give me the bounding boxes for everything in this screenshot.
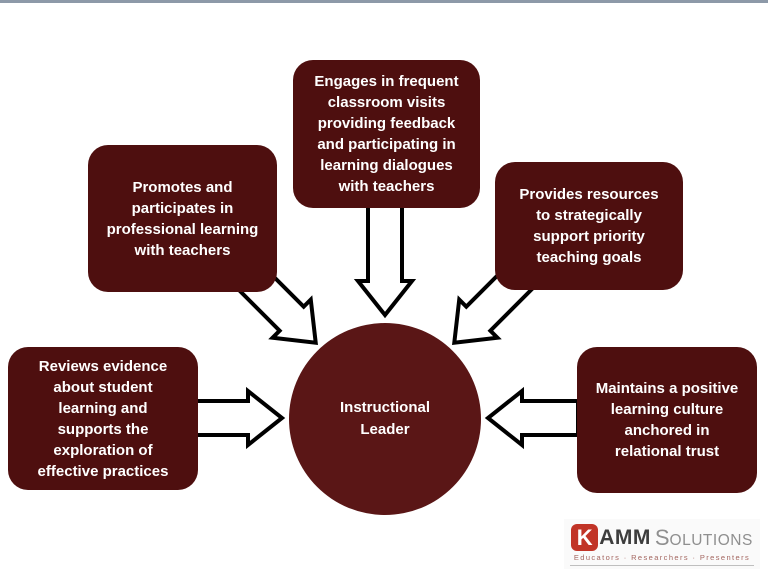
box-classroom-visits-text: Engages in frequent classroom visits pro…: [314, 73, 459, 195]
logo-solutions-rest: OLUTIONS: [669, 531, 753, 549]
box-learning-culture: Maintains a positive learning culture an…: [577, 347, 757, 493]
box-provides-resources: Provides resources to strategically supp…: [495, 162, 683, 290]
logo-amm-text: AMM: [599, 525, 651, 549]
arrow-from-right-box: [484, 386, 580, 450]
center-circle-instructional-leader: Instructional Leader: [289, 323, 481, 515]
kamm-solutions-logo: K AMM SOLUTIONS Educators · Researchers …: [564, 519, 760, 569]
box-professional-learning-text: Promotes and participates in professiona…: [106, 178, 259, 259]
box-learning-culture-text: Maintains a positive learning culture an…: [595, 380, 739, 460]
logo-k-badge-icon: K: [571, 524, 599, 551]
box-provides-resources-text: Provides resources to strategically supp…: [519, 186, 659, 266]
logo-solutions-text: SOLUTIONS: [655, 525, 753, 551]
logo-solutions-initial: S: [654, 524, 670, 550]
top-border-line: [0, 0, 768, 3]
logo-wordmark-row: K AMM SOLUTIONS: [570, 524, 754, 551]
center-circle-label: Instructional Leader: [339, 399, 430, 438]
logo-k-letter: K: [576, 525, 593, 550]
arrow-from-top-box: [353, 203, 417, 319]
logo-tagline: Educators · Researchers · Presenters: [570, 553, 754, 566]
box-reviews-evidence-text: Reviews evidence about student learning …: [37, 357, 169, 480]
box-professional-learning: Promotes and participates in professiona…: [88, 145, 277, 292]
arrow-from-left-box: [190, 386, 286, 450]
box-reviews-evidence: Reviews evidence about student learning …: [8, 347, 198, 490]
box-classroom-visits: Engages in frequent classroom visits pro…: [293, 60, 480, 208]
